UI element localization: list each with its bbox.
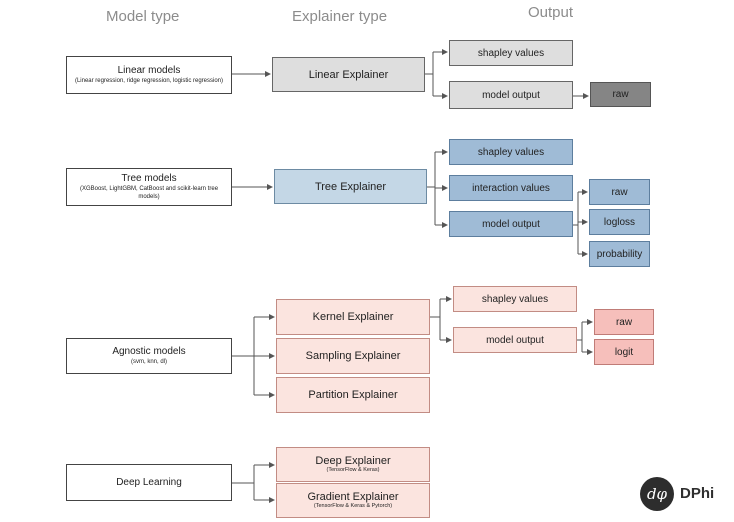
linear-model-output-box: model output bbox=[449, 81, 573, 109]
agnostic-logit-box: logit bbox=[594, 339, 654, 365]
deep-learning-box: Deep Learning bbox=[66, 464, 232, 501]
deep-explainer-title: Deep Explainer bbox=[315, 455, 391, 467]
partition-explainer-box: Partition Explainer bbox=[276, 377, 430, 413]
agnostic-models-box: Agnostic models (svm, knn, dl) bbox=[66, 338, 232, 374]
deep-explainer-box: Deep Explainer (TensorFlow & Keras) bbox=[276, 447, 430, 482]
tree-model-output-box: model output bbox=[449, 211, 573, 237]
header-model-type: Model type bbox=[106, 8, 180, 25]
tree-interaction-values-box: interaction values bbox=[449, 175, 573, 201]
gradient-explainer-title: Gradient Explainer bbox=[307, 491, 399, 503]
deep-learning-title: Deep Learning bbox=[116, 476, 182, 488]
header-output: Output bbox=[528, 4, 574, 21]
tree-raw-box: raw bbox=[589, 179, 650, 205]
gradient-explainer-subtitle: (TensorFlow & Keras & Pytorch) bbox=[313, 503, 393, 509]
linear-models-title: Linear models bbox=[117, 65, 181, 76]
dphi-brand-name: DPhi bbox=[680, 485, 715, 502]
dphi-logo-icon: dφ bbox=[640, 477, 674, 511]
tree-models-subtitle: (XGBoost, LightGBM, CatBoost and scikit-… bbox=[79, 186, 219, 200]
tree-models-title: Tree models bbox=[121, 173, 177, 184]
deep-explainer-subtitle: (TensorFlow & Keras) bbox=[326, 467, 380, 473]
agnostic-models-title: Agnostic models bbox=[112, 346, 186, 357]
agnostic-model-output-box: model output bbox=[453, 327, 577, 353]
kernel-explainer-box: Kernel Explainer bbox=[276, 299, 430, 335]
tree-shapley-values-box: shapley values bbox=[449, 139, 573, 165]
linear-shapley-values-box: shapley values bbox=[449, 40, 573, 66]
linear-models-box: Linear models (Linear regression, ridge … bbox=[66, 56, 232, 94]
tree-logloss-box: logloss bbox=[589, 209, 650, 235]
agnostic-models-subtitle: (svm, knn, dl) bbox=[130, 359, 167, 365]
tree-probability-box: probability bbox=[589, 241, 650, 267]
sampling-explainer-box: Sampling Explainer bbox=[276, 338, 430, 374]
gradient-explainer-box: Gradient Explainer (TensorFlow & Keras &… bbox=[276, 483, 430, 518]
header-explainer-type: Explainer type bbox=[292, 8, 388, 25]
agnostic-shapley-values-box: shapley values bbox=[453, 286, 577, 312]
linear-raw-box: raw bbox=[590, 82, 651, 107]
linear-explainer-box: Linear Explainer bbox=[272, 57, 425, 92]
tree-models-box: Tree models (XGBoost, LightGBM, CatBoost… bbox=[66, 168, 232, 206]
linear-models-subtitle: (Linear regression, ridge regression, lo… bbox=[74, 78, 224, 84]
agnostic-raw-box: raw bbox=[594, 309, 654, 335]
tree-explainer-box: Tree Explainer bbox=[274, 169, 427, 204]
